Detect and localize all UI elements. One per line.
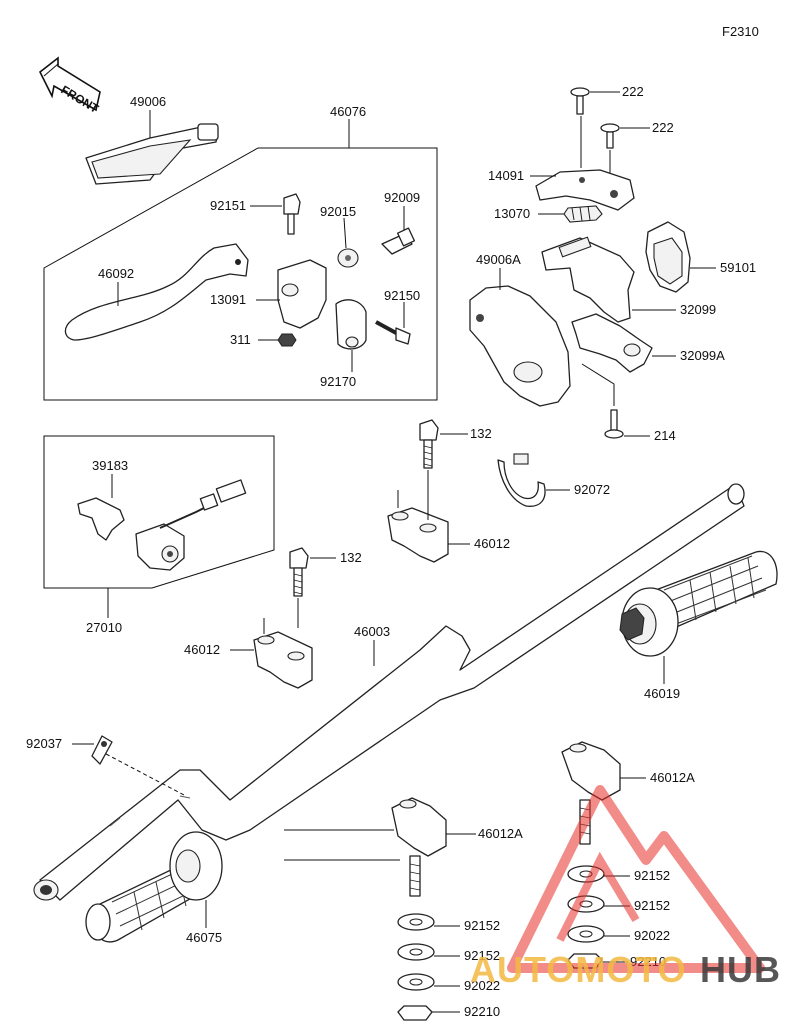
label-92152-right-b: 92152 [634,898,670,913]
label-92152-center-b: 92152 [464,948,500,963]
group-box-27010 [43,435,275,589]
group-box-46076 [43,147,438,401]
label-46019: 46019 [644,686,680,701]
watermark-text-hub: HUB [700,949,781,990]
label-49006A: 49006A [476,252,521,267]
throttle-grip-46019 [619,550,778,657]
left-grip-46075 [85,831,223,943]
label-46012A-center: 46012A [478,826,523,841]
label-92022-right: 92022 [634,928,670,943]
label-92037: 92037 [26,736,62,751]
bolt-92151 [283,193,301,235]
clutch-lever-46092 [64,243,249,341]
label-214: 214 [654,428,676,443]
label-92151: 92151 [210,198,246,213]
handlebar-holder-46012-upper [387,507,449,563]
throttle-case-32099 [541,236,635,323]
nut-311 [277,333,297,347]
adjuster-bolt-92009 [381,227,416,255]
switch-clamp-39183 [77,497,125,541]
label-132-lower: 132 [340,550,362,565]
label-92152-center-a: 92152 [464,918,500,933]
screw-222-b [600,123,620,149]
handlebar-holder-46012A-right [561,741,621,845]
label-92022-center: 92022 [464,978,500,993]
label-222-a: 222 [622,84,644,99]
handlebar-46003 [33,483,745,901]
label-14091: 14091 [488,168,524,183]
throttle-case-lower-32099A [571,313,653,373]
cable-band-92072 [497,453,546,507]
label-92072: 92072 [574,482,610,497]
bolt-132-lower [289,547,309,597]
clip-92037 [91,735,113,765]
lever-holder-13091 [277,259,367,350]
label-59101: 59101 [720,260,756,275]
automotohub-watermark [507,785,765,973]
front-arrow-icon: FRONT [38,56,102,116]
label-27010: 27010 [86,620,122,635]
label-92210-center: 92210 [464,1004,500,1019]
handlebar-holder-46012-lower [253,631,313,689]
handlebar-holder-46012A-center [391,797,447,897]
label-32099: 32099 [680,302,716,317]
engine-stop-switch-27010 [135,479,247,571]
washer-92022-center [397,973,435,991]
label-92009: 92009 [384,190,420,205]
label-39183: 39183 [92,458,128,473]
label-46003: 46003 [354,624,390,639]
label-92170: 92170 [320,374,356,389]
label-32099A: 32099A [680,348,725,363]
label-92152-right-a: 92152 [634,868,670,883]
label-46012-lower: 46012 [184,642,220,657]
label-92015: 92015 [320,204,356,219]
washer-92152-center-b [397,943,435,961]
label-46076: 46076 [330,104,366,119]
label-92150: 92150 [384,288,420,303]
bolt-92150 [375,320,411,345]
watermark-logo-mark [507,785,765,973]
label-13070: 13070 [494,206,530,221]
throttle-housing-49006A [469,285,571,407]
nut-92210-center [397,1005,433,1021]
label-46075: 46075 [186,930,222,945]
lever-guard-49006 [85,123,219,185]
cable-guide-14091 [535,169,635,211]
watermark-text-auto: AUTOMOTO [470,949,687,990]
label-49006: 49006 [130,94,166,109]
cable-pulley-59101 [645,221,691,293]
label-222-b: 222 [652,120,674,135]
screw-222-a [570,87,590,115]
adjuster-nut-92015 [337,248,359,268]
label-13091: 13091 [210,292,246,307]
label-311: 311 [230,332,251,347]
washer-92152-center-a [397,913,435,931]
screw-214 [604,409,624,439]
bolt-132-upper [419,419,439,469]
label-46012-upper: 46012 [474,536,510,551]
label-46092: 46092 [98,266,134,281]
label-132-upper: 132 [470,426,492,441]
washer-92022-right [567,925,605,943]
figure-code: F2310 [722,24,759,39]
collar-13070 [563,205,603,223]
label-46012A-right: 46012A [650,770,695,785]
